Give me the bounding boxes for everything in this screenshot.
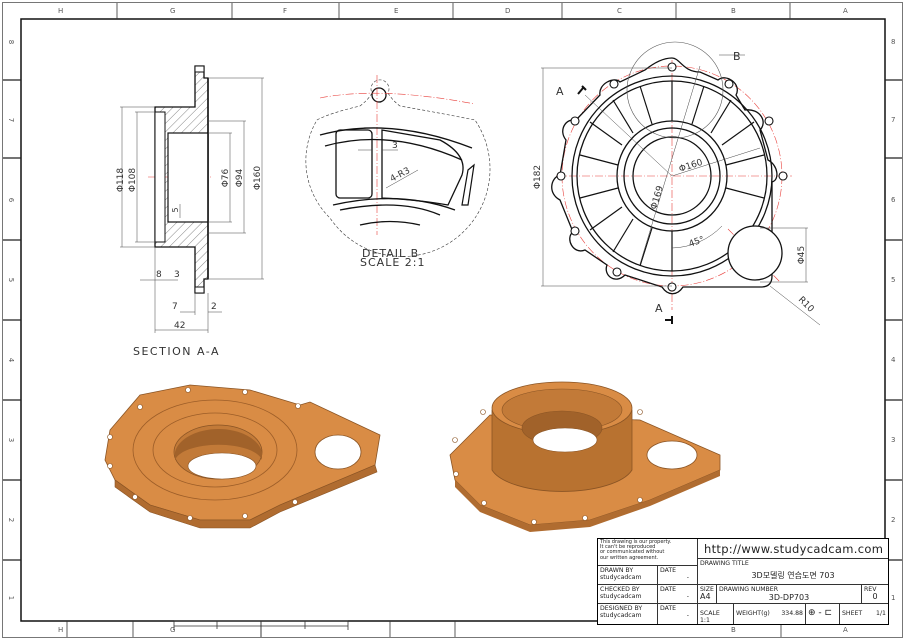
zone-col-b: B (731, 7, 736, 15)
zone-col-h: H (58, 7, 64, 15)
zone-row-5: 5 (7, 277, 16, 283)
zone-col-a-bottom: A (843, 626, 848, 634)
svg-text:Φ118: Φ118 (116, 168, 126, 193)
checked-by-cell: CHECKED BY studycadcam (598, 585, 658, 604)
checked-date-cell: DATE - (658, 585, 698, 604)
zone-row-8-right: 8 (891, 38, 896, 46)
svg-text:Φ169: Φ169 (649, 184, 666, 210)
side-zone-ticks (3, 79, 902, 561)
zone-row-8: 8 (7, 39, 16, 45)
detail-label: DETAIL B (362, 247, 419, 260)
projection-symbol-icon: ⊕ - ⊏ (806, 604, 840, 624)
drawn-by-cell: DRAWN BY studycadcam (598, 566, 658, 585)
zone-col-g: G (170, 7, 176, 15)
zone-row-7: 7 (7, 117, 16, 123)
svg-text:3: 3 (392, 141, 398, 151)
front-view: Φ182 Φ160 Φ169 45° Φ45 R10 A A B (533, 41, 821, 326)
section-label: SECTION A-A (133, 345, 220, 358)
svg-text:4-R3: 4-R3 (389, 166, 412, 185)
section-marker-bottom: A (655, 302, 663, 315)
svg-text:42: 42 (174, 321, 185, 331)
scale-ruler (173, 620, 349, 637)
svg-text:Φ76: Φ76 (221, 168, 231, 187)
zone-col-a: A (843, 7, 848, 15)
size-cell: SIZE A4 (698, 585, 717, 604)
detail-marker: B (733, 50, 741, 63)
svg-text:3: 3 (174, 270, 180, 280)
ownership-notice: This drawing is our property. It can't b… (598, 539, 698, 566)
sheet-cell: SHEET 1/1 (842, 610, 886, 617)
drawn-date-cell: DATE - (658, 566, 698, 585)
detail-scale: SCALE 2:1 (360, 256, 425, 269)
svg-text:Φ160: Φ160 (253, 166, 263, 191)
svg-text:Φ160: Φ160 (678, 158, 704, 175)
drawing-number-cell: DRAWING NUMBER 3D-DP703 (717, 585, 862, 604)
zone-col-e: E (394, 7, 399, 15)
zone-col-h-bottom: H (58, 626, 64, 634)
zone-col-b-bottom: B (731, 626, 736, 634)
zone-col-g-bottom: G (170, 626, 176, 634)
svg-text:8: 8 (156, 270, 162, 280)
zone-row-6: 6 (7, 197, 16, 203)
zone-col-f: F (283, 7, 288, 15)
svg-text:Φ94: Φ94 (235, 168, 245, 187)
company-url[interactable]: http://www.studycadcam.com (698, 539, 888, 559)
zone-row-3-right: 3 (891, 436, 896, 444)
iso-view-top (104, 384, 381, 529)
zone-col-c: C (617, 7, 622, 15)
detail-view: 3 4-R3 DETAIL B SCALE 2:1 (305, 75, 491, 269)
zone-row-7-right: 7 (891, 116, 896, 124)
drawing-title: 3D모델링 연습도면 703 (751, 571, 835, 580)
svg-text:R10: R10 (796, 295, 816, 315)
zone-row-3: 3 (7, 437, 16, 443)
zone-row-2-right: 2 (891, 516, 896, 524)
designed-by-cell: DESIGNED BY studycadcam (598, 604, 658, 624)
section-view: Φ118 Φ108 Φ76 Φ94 Φ160 5 8 3 7 2 42 SECT… (116, 65, 264, 358)
zone-row-5-right: 5 (891, 276, 896, 284)
zone-row-6-right: 6 (891, 196, 896, 204)
weight-cell: WEIGHT(g) 334.88 (734, 604, 806, 624)
drawing-number: 3D-DP703 (768, 593, 810, 602)
title-block: This drawing is our property. It can't b… (597, 538, 889, 625)
svg-text:2: 2 (211, 302, 217, 312)
svg-text:Φ182: Φ182 (533, 165, 543, 189)
inner-border (20, 18, 886, 622)
section-marker-top: A (556, 85, 564, 98)
svg-text:5: 5 (171, 207, 180, 212)
scale-cell: SCALE 1:1 (698, 604, 734, 624)
svg-text:45°: 45° (688, 235, 706, 250)
zone-row-1-right: 1 (891, 594, 896, 602)
rev-cell: REV 0 (862, 585, 888, 604)
drawing-title-cell: DRAWING TITLE 3D모델링 연습도면 703 (698, 559, 888, 585)
zone-row-1: 1 (7, 595, 16, 601)
svg-text:Φ108: Φ108 (128, 168, 138, 193)
svg-text:7: 7 (172, 302, 178, 312)
zone-row-4-right: 4 (891, 356, 896, 364)
zone-row-2: 2 (7, 517, 16, 523)
iso-view-bottom (449, 381, 721, 532)
zone-row-4: 4 (7, 357, 16, 363)
svg-text:Φ45: Φ45 (797, 246, 807, 265)
zone-col-d: D (505, 7, 511, 15)
designed-date-cell: DATE - (658, 604, 698, 624)
